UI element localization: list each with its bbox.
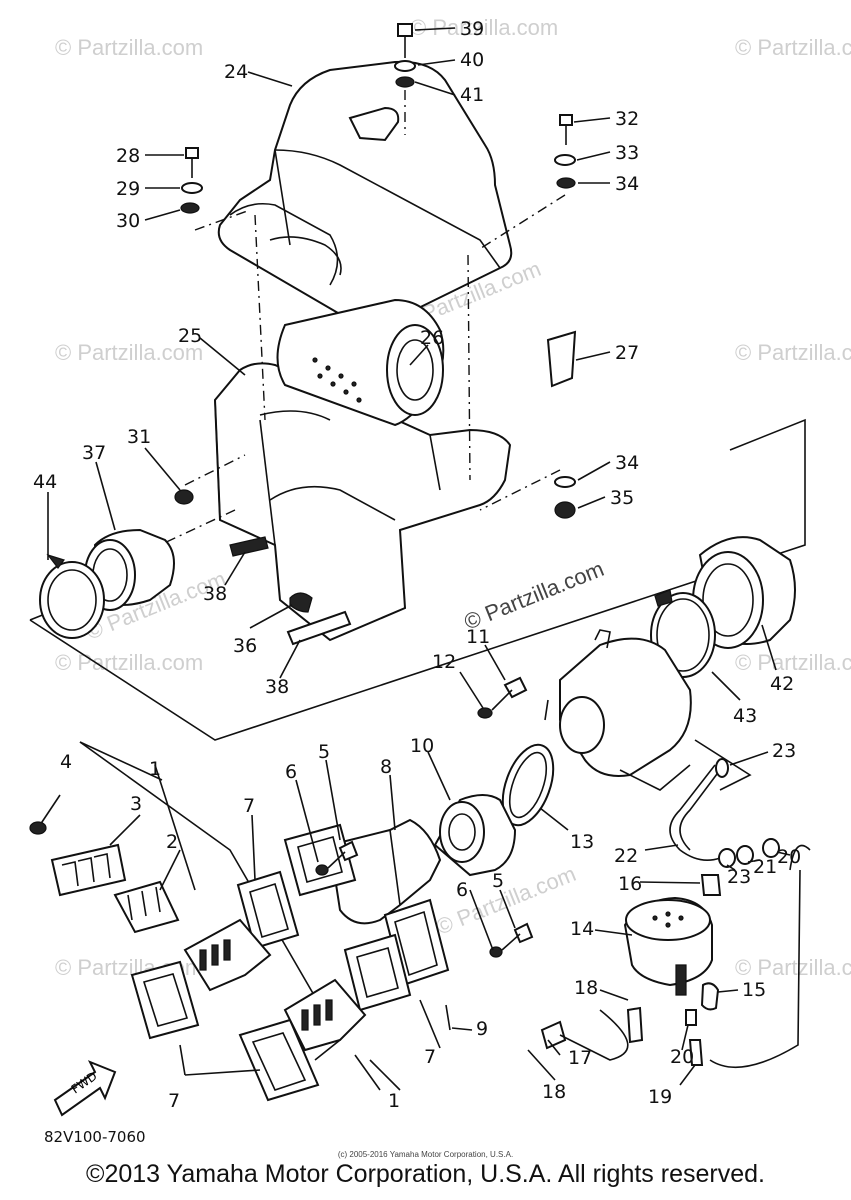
callout-label: 18 bbox=[542, 1081, 566, 1103]
callout-label: 29 bbox=[116, 178, 140, 200]
watermark: © Partzilla.com bbox=[735, 650, 851, 675]
callout-label: 8 bbox=[380, 756, 392, 778]
callout-label: 3 bbox=[130, 793, 142, 815]
callout-label: 30 bbox=[116, 210, 140, 232]
callout-label: 41 bbox=[460, 84, 484, 106]
callout-label: 5 bbox=[492, 870, 504, 892]
callout-labels: 39 40 41 24 32 33 34 28 29 30 25 26 27 3… bbox=[33, 18, 801, 1112]
callout-label: 35 bbox=[610, 487, 634, 509]
petals bbox=[61, 853, 111, 887]
fwd-arrow: FWD bbox=[53, 1060, 117, 1117]
callout-label: 14 bbox=[570, 918, 594, 940]
callout-label: 38 bbox=[203, 583, 227, 605]
callout-label: 4 bbox=[60, 751, 72, 773]
silencer-assembly bbox=[29, 23, 806, 741]
small-copyright: (c) 2005-2016 Yamaha Motor Corporation, … bbox=[337, 1150, 514, 1159]
callout-label: 42 bbox=[770, 673, 794, 695]
callout-label: 43 bbox=[733, 705, 757, 727]
callout-label: 39 bbox=[460, 18, 484, 40]
filter-dots bbox=[652, 911, 684, 928]
diagram-code: 82V100-7060 bbox=[44, 1128, 146, 1146]
callout-label: 12 bbox=[432, 651, 456, 673]
callout-label: 7 bbox=[168, 1090, 180, 1112]
callout-label: 16 bbox=[618, 873, 642, 895]
watermark: © Partzilla.com bbox=[461, 556, 608, 635]
callout-label: 34 bbox=[615, 173, 639, 195]
callout-label: 6 bbox=[456, 879, 468, 901]
watermark: © Partzilla.com bbox=[55, 340, 203, 365]
callout-label: 18 bbox=[574, 977, 598, 999]
callout-label: 26 bbox=[420, 327, 444, 349]
callout-label: 11 bbox=[466, 626, 490, 648]
callout-label: 44 bbox=[33, 471, 57, 493]
watermark: © Partzilla.com bbox=[410, 15, 558, 40]
watermark: © Partzilla.com bbox=[735, 35, 851, 60]
callout-label: 27 bbox=[615, 342, 639, 364]
watermark: © Partzilla.com bbox=[433, 861, 580, 940]
watermark: © Partzilla.com bbox=[735, 955, 851, 980]
bolt-5 bbox=[327, 840, 359, 869]
callout-label: 1 bbox=[388, 1090, 400, 1112]
washer-40 bbox=[394, 60, 416, 72]
callout-label: 31 bbox=[127, 426, 151, 448]
reed-slots bbox=[199, 939, 231, 971]
callout-label: 23 bbox=[772, 740, 796, 762]
pad-27 bbox=[546, 330, 577, 388]
callout-label: 13 bbox=[570, 831, 594, 853]
watermark: © Partzilla.com bbox=[55, 650, 203, 675]
callout-label: 24 bbox=[224, 61, 248, 83]
bolt-5b bbox=[501, 922, 534, 951]
callout-label: 22 bbox=[614, 845, 638, 867]
callout-label: 28 bbox=[116, 145, 140, 167]
callout-label: 1 bbox=[149, 758, 161, 780]
callout-label: 15 bbox=[742, 979, 766, 1001]
callout-label: 33 bbox=[615, 142, 639, 164]
callout-label: 17 bbox=[568, 1047, 592, 1069]
callout-label: 34 bbox=[615, 452, 639, 474]
callout-label: 7 bbox=[243, 795, 255, 817]
intake-assembly: FWD bbox=[29, 629, 811, 1117]
callout-label: 7 bbox=[424, 1046, 436, 1068]
bolt-11 bbox=[491, 676, 528, 711]
grommet-41 bbox=[395, 76, 415, 88]
cap-16 bbox=[700, 874, 722, 896]
callout-label: 6 bbox=[285, 761, 297, 783]
callout-label: 10 bbox=[410, 735, 434, 757]
callout-label: 32 bbox=[615, 108, 639, 130]
bolt-32 bbox=[559, 114, 573, 145]
callout-label: 20 bbox=[777, 846, 801, 868]
callout-label: 36 bbox=[233, 635, 257, 657]
callout-label: 25 bbox=[178, 325, 202, 347]
copyright-notice: ©2013 Yamaha Motor Corporation, U.S.A. A… bbox=[86, 1160, 765, 1188]
callout-label: 19 bbox=[648, 1086, 672, 1108]
callout-label: 21 bbox=[753, 856, 777, 878]
callout-label: 38 bbox=[265, 676, 289, 698]
nut-31 bbox=[174, 489, 194, 505]
callout-leaders bbox=[47, 27, 791, 1091]
tube-holes bbox=[312, 357, 362, 403]
reed-slots bbox=[301, 999, 333, 1031]
watermark: © Partzilla.com bbox=[735, 340, 851, 365]
watermark: © Partzilla.com bbox=[55, 35, 203, 60]
callout-label: 40 bbox=[460, 49, 484, 71]
callout-label: 5 bbox=[318, 741, 330, 763]
callout-label: 9 bbox=[476, 1018, 488, 1040]
bolt-39 bbox=[397, 23, 413, 58]
callout-label: 20 bbox=[670, 1046, 694, 1068]
bolt-28 bbox=[185, 147, 199, 178]
callout-label: 2 bbox=[166, 831, 178, 853]
callout-label: 23 bbox=[727, 866, 751, 888]
callout-label: 37 bbox=[82, 442, 106, 464]
